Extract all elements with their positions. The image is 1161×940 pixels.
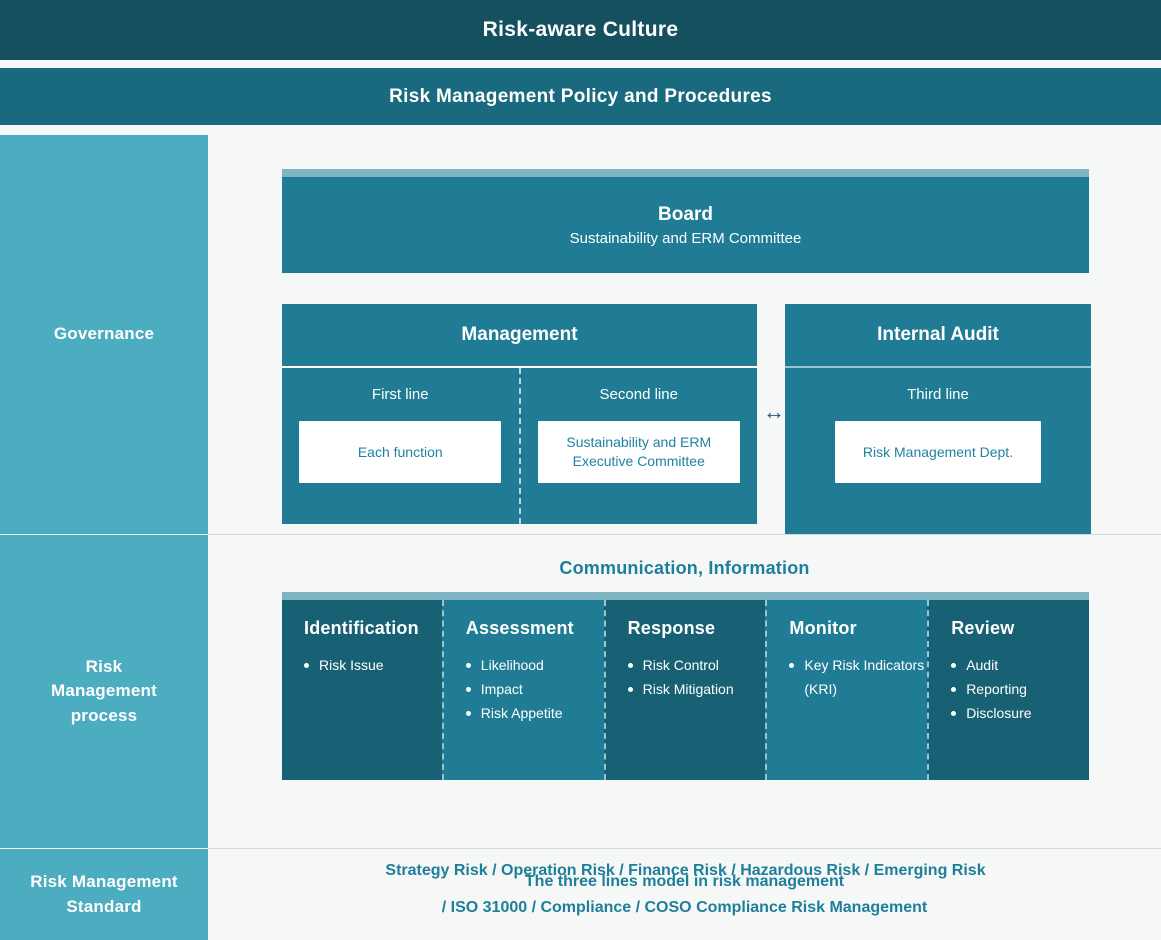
stage-items: Risk Issue: [304, 653, 442, 677]
process-label-line-2: Management: [51, 681, 157, 701]
stage-item: Impact: [465, 677, 604, 701]
stage-title: Monitor: [789, 618, 857, 638]
sidebar-risk-management-process: Risk Management process: [0, 535, 208, 848]
sidebar-risk-management-standard: Risk Management Standard: [0, 849, 208, 940]
process-stage-response: Response Risk Control Risk Mitigation: [603, 600, 766, 780]
board-accent-bar: [282, 169, 1089, 177]
stage-item: Likelihood: [465, 653, 604, 677]
board-subtitle: Sustainability and ERM Committee: [569, 229, 802, 247]
process-label-line-1: Risk: [85, 657, 123, 677]
stage-item: Risk Appetite: [465, 701, 604, 725]
internal-audit-box: Internal Audit Third line Risk Managemen…: [785, 304, 1091, 542]
standard-label-line-1: Risk Management: [30, 872, 178, 892]
risk-management-policy-banner: Risk Management Policy and Procedures: [0, 68, 1161, 125]
stage-item: Risk Issue: [304, 653, 442, 677]
process-stage-identification: Identification Risk Issue: [282, 600, 442, 780]
risk-management-process-row: Risk Management process Communication, I…: [0, 535, 1161, 879]
process-stage-review: Review Audit Reporting Disclosure: [927, 600, 1089, 780]
governance-process-divider: [208, 534, 1161, 535]
stage-title: Response: [627, 618, 716, 638]
stage-item: Disclosure: [951, 701, 1089, 725]
process-label-line-3: process: [70, 705, 138, 725]
internal-audit-title: Internal Audit: [877, 324, 999, 345]
board-box: Board Sustainability and ERM Committee: [282, 169, 1089, 273]
governance-row: Governance Board Sustainability and ERM …: [0, 135, 1161, 542]
first-line-chip: Each function: [299, 421, 502, 483]
risk-management-standard-row: Risk Management Standard The three lines…: [0, 849, 1161, 940]
stage-items: Likelihood Impact Risk Appetite: [465, 653, 604, 725]
stage-item: Risk Mitigation: [627, 677, 766, 701]
standard-line-1: The three lines model in risk management: [524, 872, 845, 890]
sidebar-risk-management-process-label: Risk Management process: [51, 655, 157, 727]
management-first-line-column: First line Each function: [282, 368, 519, 524]
second-line-label: Second line: [599, 386, 678, 403]
stage-title: Assessment: [465, 618, 574, 638]
third-line-label: Third line: [907, 386, 969, 403]
governance-content: Board Sustainability and ERM Committee ↓…: [208, 135, 1161, 542]
first-line-label: First line: [371, 386, 429, 403]
third-line-chip: Risk Management Dept.: [835, 421, 1041, 483]
process-accent-bar: [282, 592, 1089, 600]
board-title: Board: [658, 203, 713, 225]
process-standard-divider: [208, 848, 1161, 849]
management-title: Management: [461, 324, 578, 345]
process-content: Communication, Information Identificatio…: [208, 535, 1161, 879]
stage-items: Key Risk Indicators (KRI): [789, 653, 927, 701]
sidebar-governance-label: Governance: [53, 324, 155, 344]
standard-content: The three lines model in risk management…: [208, 849, 1161, 940]
risk-aware-culture-banner: Risk-aware Culture: [0, 0, 1161, 60]
internal-audit-divider: [785, 366, 1091, 368]
risk-types-label: Strategy Risk / Operation Risk / Finance…: [385, 862, 986, 879]
stage-title: Identification: [304, 618, 419, 638]
risk-management-policy-label: Risk Management Policy and Procedures: [389, 85, 772, 107]
sidebar-risk-management-standard-label: Risk Management Standard: [30, 870, 178, 918]
stage-title: Review: [951, 618, 1015, 638]
standard-line-2: / ISO 31000 / Compliance / COSO Complian…: [441, 898, 928, 916]
sidebar-governance: Governance: [0, 135, 208, 534]
stage-item: Risk Control: [627, 653, 766, 677]
stage-item: Audit: [951, 653, 1089, 677]
standard-label-line-2: Standard: [66, 896, 142, 916]
process-stages: Identification Risk Issue Assessment Lik…: [282, 592, 1089, 879]
process-stage-monitor: Monitor Key Risk Indicators (KRI): [765, 600, 928, 780]
stage-items: Risk Control Risk Mitigation: [627, 653, 766, 701]
risk-aware-culture-label: Risk-aware Culture: [482, 18, 679, 41]
management-audit-double-arrow-icon: ↔: [763, 399, 785, 424]
stage-items: Audit Reporting Disclosure: [951, 653, 1089, 725]
stage-item: Key Risk Indicators (KRI): [789, 653, 927, 701]
process-stage-assessment: Assessment Likelihood Impact Risk Appeti…: [441, 600, 604, 780]
management-box: Management First line Each function Seco…: [282, 304, 757, 524]
communication-information-title: Communication, Information: [559, 558, 810, 578]
management-divider: [282, 366, 757, 368]
stage-item: Reporting: [951, 677, 1089, 701]
